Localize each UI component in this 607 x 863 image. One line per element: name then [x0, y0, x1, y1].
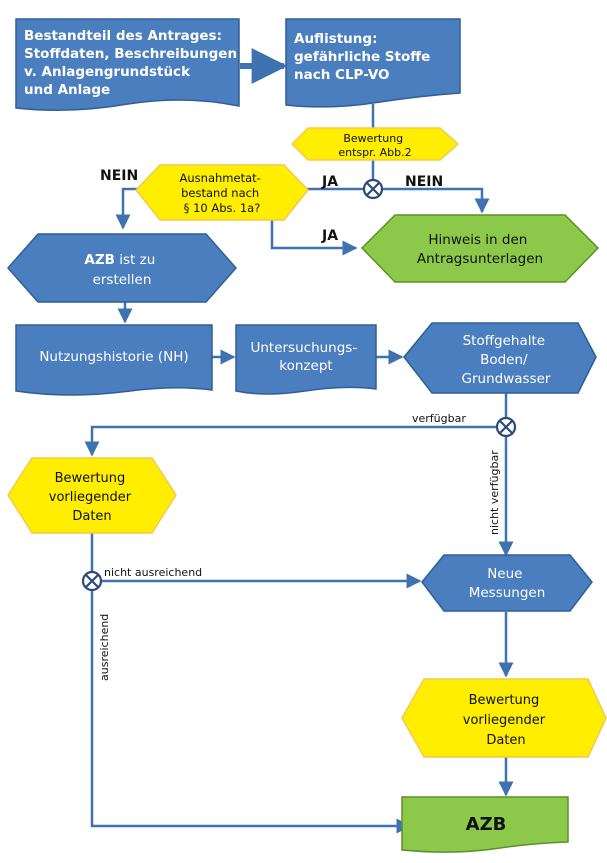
stoffgehalte-line-2: Boden/	[480, 352, 528, 368]
bewertung-rechts-line-2: vorliegender	[463, 713, 546, 728]
svg-text:Neue Messungen: Neue Messungen	[469, 566, 546, 601]
bewertung-links-line-2: vorliegender	[49, 490, 132, 505]
xor-gate-1	[362, 178, 384, 200]
xor-gate-3	[81, 570, 103, 592]
hinweis-line-1: Hinweis in den	[428, 232, 527, 248]
svg-text:Auflistung: gefährliche: Auflistung: gefährliche Stoffe nach CLP-…	[294, 31, 435, 83]
node-bewertung-rechts: Bewertung vorliegender Daten	[401, 678, 607, 758]
auflistung-line-2: gefährliche Stoffe	[294, 49, 430, 65]
edge-ausnahme-hinweis	[270, 220, 358, 256]
bewertung-rechts-line-1: Bewertung	[469, 693, 540, 708]
label-verfuegbar: verfügbar	[412, 412, 466, 425]
neue-messungen-line-2: Messungen	[469, 585, 546, 601]
antrag-line-4: und Anlage	[24, 82, 110, 98]
node-azb-erstellen: AZB ist zu erstellen	[6, 233, 238, 303]
auflistung-line-3: nach CLP-VO	[294, 67, 390, 83]
bewertung-links-line-1: Bewertung	[55, 471, 126, 486]
svg-text:AZB: AZB	[466, 814, 507, 835]
bewertung-abb2-line-2: entspr. Abb.2	[338, 146, 411, 159]
svg-text:Untersuchungs- konzept: Untersuchungs- konzept	[250, 340, 361, 374]
svg-text:Hinweis in den Antragsun: Hinweis in den Antragsunterlagen	[417, 232, 543, 267]
edge-gate2-bewertung-links	[84, 425, 497, 457]
antrag-line-2: Stoffdaten, Beschreibungen	[24, 46, 237, 62]
node-bewertung-links: Bewertung vorliegender Daten	[7, 457, 177, 534]
hinweis-line-2: Antragsunterlagen	[417, 251, 543, 267]
node-nutzung: Nutzungshistorie (NH)	[15, 324, 213, 396]
svg-text:Bestandteil des Antrages:: Bestandteil des Antrages: Stoffdaten, Be…	[24, 28, 242, 98]
svg-text:Stoffgehalte Boden/: Stoffgehalte Boden/ Grundwasser	[462, 333, 551, 387]
svg-text:AZB ist zu erstellen: AZB ist zu erstellen	[84, 252, 159, 288]
neue-messungen-line-1: Neue	[487, 566, 522, 582]
node-stoffgehalte: Stoffgehalte Boden/ Grundwasser	[403, 322, 597, 394]
edge-gate1-hinweis	[382, 187, 490, 214]
stoffgehalte-line-1: Stoffgehalte	[463, 333, 545, 349]
untersuchung-line-2: konzept	[279, 358, 332, 374]
svg-text:Bewertung vorliegender: Bewertung vorliegender Daten	[49, 471, 135, 524]
node-bewertung-abb2: Bewertung entspr. Abb.2	[290, 127, 460, 161]
label-nicht-ausreichend: nicht ausreichend	[104, 566, 202, 579]
edge-ausnahme-azb-erstellen	[115, 187, 137, 230]
azb-label: AZB	[466, 814, 507, 835]
label-nein-left: NEIN	[100, 168, 138, 184]
bewertung-abb2-line-1: Bewertung	[343, 132, 403, 145]
azb-erstellen-line-2: erstellen	[93, 272, 152, 288]
nutzung-line-1: Nutzungshistorie (NH)	[39, 349, 188, 365]
label-nicht-verfuegbar: nicht verfügbar	[488, 450, 501, 535]
node-ausnahme: Ausnahmetat- bestand nach § 10 Abs. 1a?	[135, 164, 309, 221]
node-hinweis: Hinweis in den Antragsunterlagen	[360, 214, 600, 283]
node-azb: AZB	[401, 796, 569, 853]
azb-erstellen-bold: AZB	[84, 252, 115, 268]
svg-text:Bewertung vorliegender: Bewertung vorliegender Daten	[463, 693, 549, 748]
untersuchung-line-1: Untersuchungs-	[250, 340, 357, 356]
label-ja-lower: JA	[321, 228, 338, 244]
ausnahme-line-2: bestand nach	[181, 186, 259, 200]
ausnahme-line-3: § 10 Abs. 1a?	[184, 201, 261, 215]
label-nein-gate: NEIN	[405, 174, 443, 190]
node-neue-messungen: Neue Messungen	[421, 554, 593, 612]
ausnahme-line-1: Ausnahmetat-	[180, 171, 261, 185]
stoffgehalte-line-3: Grundwasser	[462, 371, 551, 387]
azb-erstellen-rest: ist zu	[115, 252, 155, 268]
svg-text:Bewertung entspr. Abb.2: Bewertung entspr. Abb.2	[338, 132, 411, 159]
node-untersuchung: Untersuchungs- konzept	[235, 324, 377, 395]
bewertung-links-line-3: Daten	[72, 509, 111, 524]
connectors	[84, 48, 514, 834]
label-ja-gate: JA	[321, 174, 338, 190]
bewertung-rechts-line-3: Daten	[486, 733, 525, 748]
svg-text:Ausnahmetat- bestand nac: Ausnahmetat- bestand nach § 10 Abs. 1a?	[180, 171, 265, 215]
auflistung-line-1: Auflistung:	[294, 31, 377, 47]
antrag-line-3: v. Anlagengrundstück	[24, 64, 191, 80]
label-ausreichend: ausreichend	[98, 614, 111, 681]
svg-text:Nutzungshistorie (NH): Nutzungshistorie (NH)	[39, 349, 188, 365]
node-auflistung: Auflistung: gefährliche Stoffe nach CLP-…	[285, 18, 461, 108]
node-antrag: Bestandteil des Antrages: Stoffdaten, Be…	[15, 18, 242, 111]
antrag-line-1: Bestandteil des Antrages:	[24, 28, 222, 44]
xor-gate-2	[495, 416, 517, 438]
edge-gate3-azb	[90, 590, 412, 834]
